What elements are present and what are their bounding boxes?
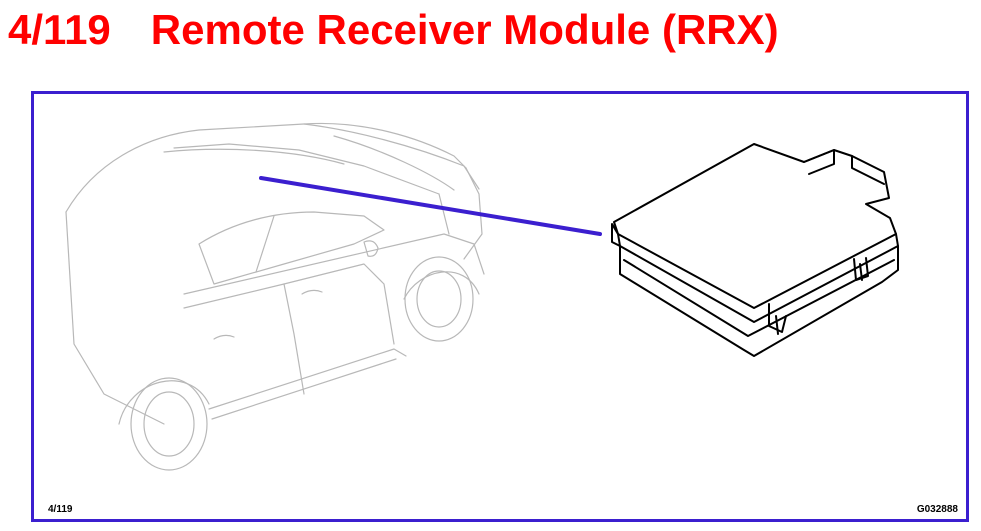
page-header: 4/119 Remote Receiver Module (RRX) <box>8 2 779 58</box>
diagram-canvas <box>65 122 899 471</box>
diagram-frame: 4/119 G032888 <box>31 91 969 522</box>
receiver-module-illustration <box>611 143 899 357</box>
page-title: Remote Receiver Module (RRX) <box>150 6 779 53</box>
car-illustration <box>65 122 485 471</box>
figure-reference: 4/119 <box>48 504 73 515</box>
drawing-number: G032888 <box>916 504 958 515</box>
figure-code: 4/119 <box>8 6 111 53</box>
leader-line <box>259 176 602 236</box>
